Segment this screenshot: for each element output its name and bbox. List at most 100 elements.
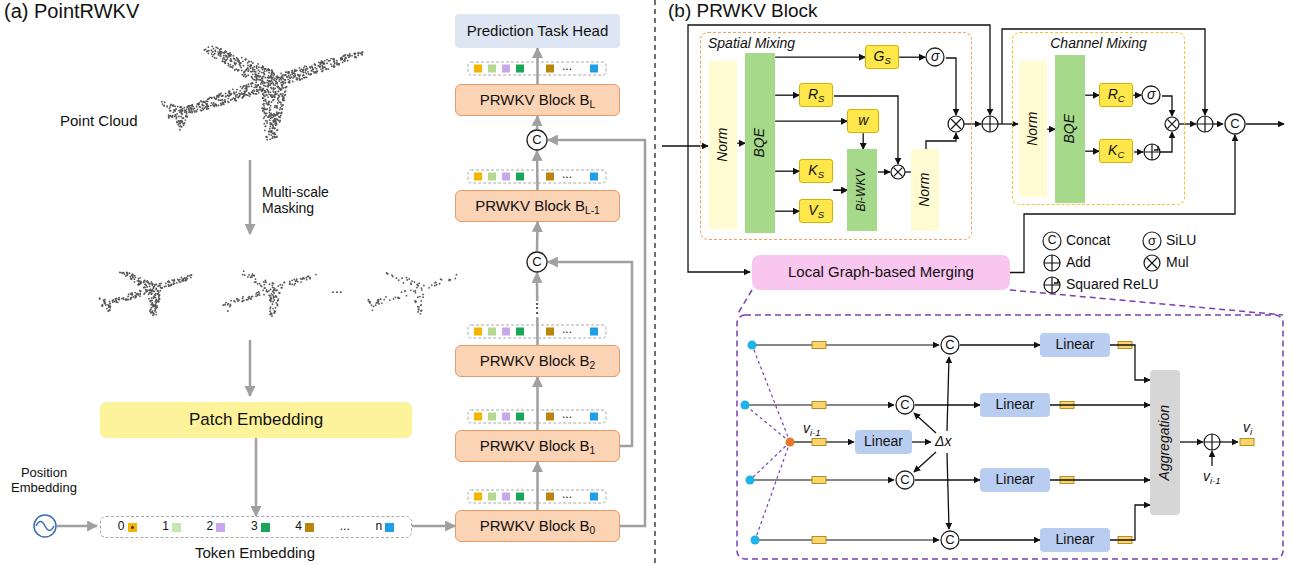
- point-clouds: [196, 111, 198, 113]
- point-clouds: [173, 111, 175, 113]
- token-strip: [516, 493, 524, 501]
- point-clouds: [180, 120, 182, 122]
- point-clouds: [150, 308, 152, 310]
- point-clouds: [250, 298, 252, 300]
- point-clouds: [149, 289, 151, 291]
- point-clouds: [99, 271, 193, 316]
- point-clouds: [411, 280, 413, 282]
- point-clouds: [270, 288, 272, 290]
- point-clouds: [281, 108, 283, 110]
- point-clouds: [160, 283, 162, 285]
- point-clouds: [243, 94, 245, 96]
- ellipsis: ...: [562, 488, 572, 502]
- point-clouds: [187, 275, 189, 277]
- point-clouds: [119, 271, 121, 273]
- signal-wire: [914, 452, 936, 472]
- point-clouds: [272, 301, 274, 303]
- point-clouds: [270, 123, 272, 125]
- point-clouds: [246, 69, 248, 71]
- point-clouds: [146, 290, 148, 292]
- point-clouds: [270, 301, 272, 303]
- point-clouds: [264, 74, 266, 76]
- token-strip: [516, 413, 524, 421]
- point-clouds: [206, 51, 208, 53]
- point-clouds: [193, 110, 195, 112]
- point-clouds: [354, 56, 356, 58]
- point-clouds: [375, 304, 377, 306]
- point-clouds: [270, 81, 272, 83]
- point-clouds: [279, 121, 281, 123]
- point-clouds: [265, 68, 267, 70]
- point-clouds: [223, 304, 225, 306]
- ellipsis: ...: [562, 60, 572, 74]
- point-clouds: [273, 91, 275, 93]
- token-strip: [488, 65, 496, 73]
- point-clouds: [274, 118, 276, 120]
- point-clouds: [293, 70, 295, 72]
- point-clouds: [200, 101, 202, 103]
- point-clouds: [358, 52, 360, 54]
- node-text: PRWKV Block B2: [480, 353, 595, 370]
- point-clouds: [262, 83, 264, 85]
- local-graph: [750, 442, 790, 480]
- point-clouds: [108, 306, 110, 308]
- point-clouds: [178, 116, 180, 118]
- point-clouds: [223, 103, 225, 105]
- point-clouds: [244, 88, 246, 90]
- point-clouds: [104, 299, 106, 301]
- point-clouds: [185, 278, 187, 280]
- point-clouds: [179, 126, 181, 128]
- point-clouds: [151, 297, 153, 299]
- point-clouds: [298, 67, 300, 69]
- point-clouds: [317, 65, 319, 67]
- point-clouds: [242, 300, 244, 302]
- point-clouds: [178, 281, 180, 283]
- param-box: w: [847, 109, 879, 133]
- point-clouds: [158, 294, 160, 296]
- point-clouds: [257, 295, 259, 297]
- signal-wire: [662, 25, 1284, 529]
- point-clouds: [208, 50, 210, 52]
- point-clouds: [260, 79, 262, 81]
- point-clouds: [171, 116, 173, 118]
- point-clouds: [281, 95, 283, 97]
- point-clouds: [259, 89, 261, 91]
- point-clouds: [238, 61, 240, 63]
- point-clouds: [224, 51, 226, 53]
- point-clouds: [310, 67, 312, 69]
- point-clouds: [416, 284, 418, 286]
- point-clouds: [158, 292, 160, 294]
- node-text: C: [900, 473, 909, 487]
- point-clouds: [307, 276, 309, 278]
- local-graph: [826, 479, 894, 480]
- concat-circle: C: [1224, 113, 1246, 135]
- point-clouds: [292, 81, 294, 83]
- point-clouds: [302, 75, 304, 77]
- point-clouds: [269, 69, 271, 71]
- point-clouds: [264, 82, 266, 84]
- token-strip: [502, 413, 510, 421]
- point-clouds: [333, 61, 335, 63]
- point-clouds: [274, 133, 276, 135]
- point-clouds: [456, 274, 458, 276]
- operator-symbol: [1168, 120, 1177, 129]
- point-clouds: [182, 117, 184, 119]
- point-clouds: [263, 66, 265, 68]
- point-clouds: [270, 72, 272, 74]
- point-clouds: [197, 103, 199, 105]
- point-clouds: [159, 294, 161, 296]
- circle-outline: [941, 531, 959, 549]
- point-clouds: [258, 72, 260, 74]
- point-clouds: [344, 60, 346, 62]
- point-clouds: [180, 277, 182, 279]
- point-clouds: [139, 281, 141, 283]
- symbol-label: v: [1203, 468, 1210, 484]
- point-clouds: [179, 106, 181, 108]
- point-clouds: [161, 101, 163, 103]
- point-clouds: [243, 65, 245, 67]
- legend-sample: [1147, 258, 1157, 268]
- token-index: ...: [340, 520, 350, 533]
- point-clouds: [406, 295, 408, 297]
- connector: [737, 143, 745, 144]
- point-clouds: [262, 109, 264, 111]
